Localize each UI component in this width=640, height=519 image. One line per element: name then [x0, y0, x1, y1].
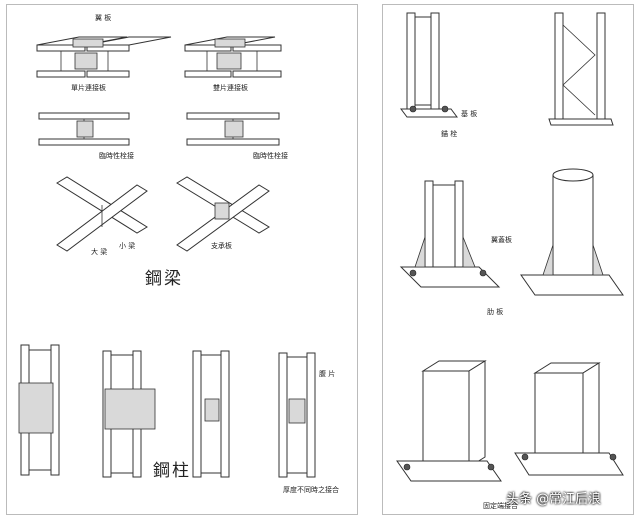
cross-beam-drawing-1: [56, 176, 148, 252]
steel-beam-title: 鋼梁: [145, 269, 183, 289]
beam-double-splice-drawing: [184, 36, 282, 78]
double-splice-label: 雙片連接板: [213, 84, 248, 92]
cover-plate-label: 翼 板: [95, 14, 112, 22]
column-drawing-4: [278, 352, 316, 478]
beam-column-drawings: [18, 36, 316, 478]
column-drawing-2: [102, 350, 156, 478]
wing-plate-label: 翼蓋板: [491, 236, 512, 244]
web-plate-label: 腹 片: [319, 370, 336, 378]
beam-single-splice-drawing: [36, 36, 172, 78]
fixed-base-label: 固定端接合: [483, 502, 518, 510]
beam-temp-bolt-drawing-2: [186, 112, 280, 146]
watermark: 头条 @常江后浪: [506, 492, 602, 507]
cross-beam-drawing-2: [176, 176, 270, 252]
rib-plate-label: 肋 板: [487, 308, 504, 316]
left-panel-steel-beams-columns: 翼 板 單片連接板 雙片連接板 臨時性栓接 臨時性栓接 大 梁 小 梁 支承板 …: [6, 4, 358, 515]
h-column-stiffened-base-drawing: [399, 180, 501, 288]
temp-bolt-label-2: 臨時性栓接: [253, 152, 288, 160]
braced-column-drawing: [548, 12, 614, 126]
column-drawing-1: [18, 344, 60, 476]
column-drawing-3: [192, 350, 230, 478]
anchor-bolt-label: 錨 栓: [441, 130, 458, 138]
h-column-base-drawing-1: [400, 12, 458, 118]
box-column-base-drawing-1: [396, 360, 502, 482]
big-beam-label: 大 梁: [91, 248, 108, 256]
steel-column-title: 鋼柱: [153, 461, 191, 481]
support-plate-label: 支承板: [211, 242, 232, 250]
small-beam-label: 小 梁: [119, 242, 136, 250]
box-column-base-drawing-2: [514, 362, 624, 476]
right-panel-column-bases: 基 板 錨 栓 翼蓋板 肋 板 固定端接合: [382, 4, 634, 515]
single-splice-label: 單片連接板: [71, 84, 106, 92]
thickness-splice-label: 厚度不同時之接合: [283, 486, 339, 494]
beam-temp-bolt-drawing-1: [38, 112, 130, 146]
tube-column-base-drawing: [520, 168, 624, 296]
base-plate-label: 基 板: [461, 110, 478, 118]
column-base-drawings: [396, 12, 624, 482]
temp-bolt-label-1: 臨時性栓接: [99, 152, 134, 160]
